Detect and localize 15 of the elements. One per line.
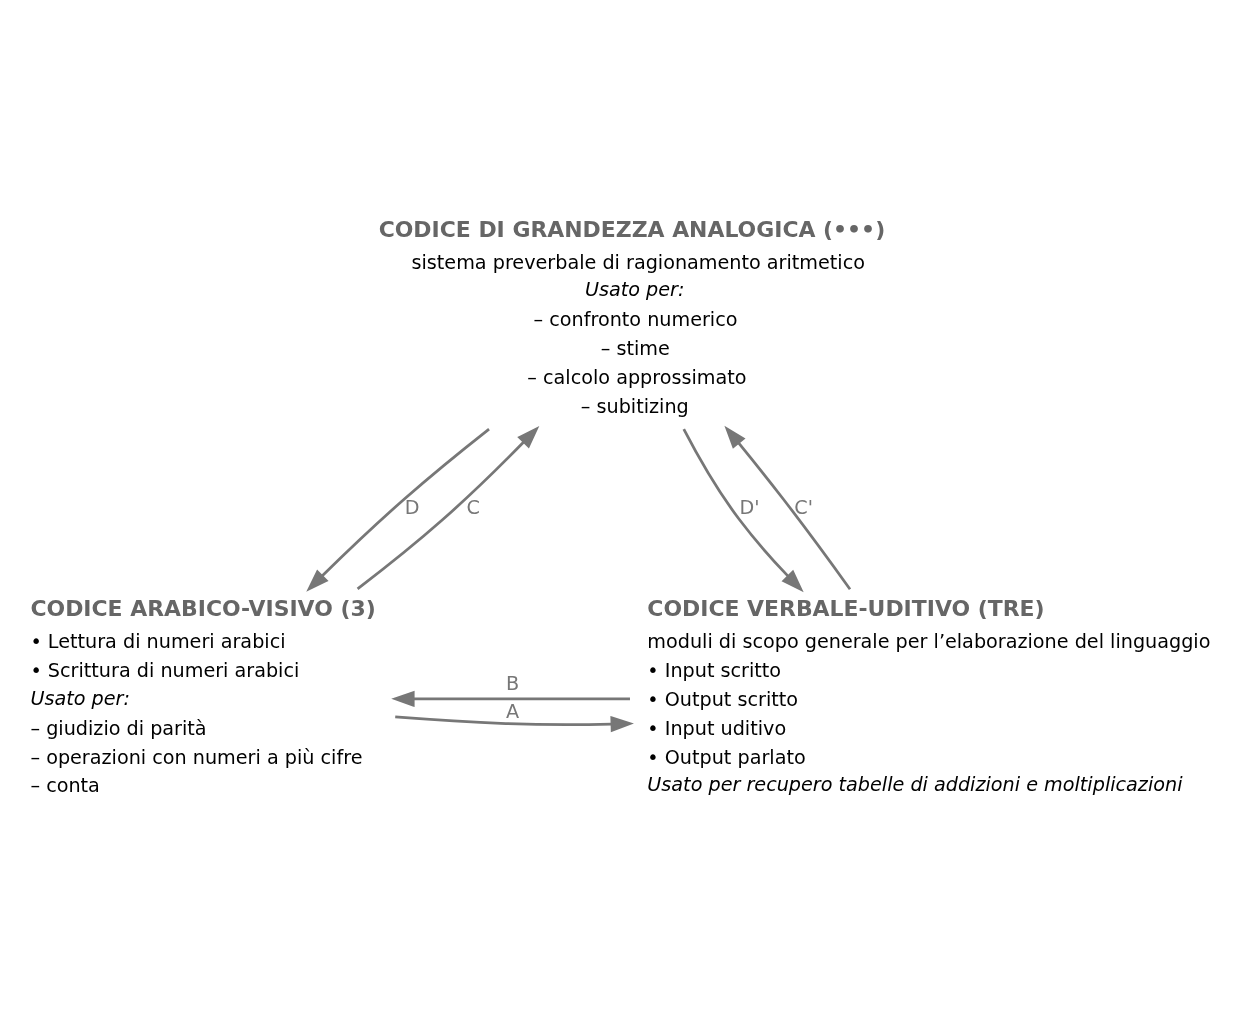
arrow [356,425,540,590]
edge-label: D' [739,495,760,519]
node-text: CODICE ARABICO-VISIVO (3) • Lettura di numeri arabici • Scrittura di numeri arabici Usato per: – giudizio di parità – operazioni con numeri a più cifre – conta [30,595,376,797]
edge-label: A [506,699,520,723]
edge-label: C' [794,495,813,519]
edge-label: B [506,671,520,695]
edge-label: D [404,495,420,519]
node-text: CODICE DI GRANDEZZA ANALOGICA (•••) sistema preverbale di ragionamento aritmetico Usato per: – confronto numerico – stime – calcolo approssimato – subitizing [378,216,886,418]
arrow [395,714,634,732]
arrow [306,427,490,592]
arrow [724,425,852,590]
arrow [391,690,630,707]
edge-label: C [466,495,480,519]
node-text: CODICE VERBALE-UDITIVO (TRE) moduli di scopo generale per l’elaborazione del linguaggio • Input scritto • Output scritto • Input uditivo • Output parlato Usato per recupero tabelle di addizioni e moltiplicazioni [647,595,1211,796]
arrow [682,427,804,592]
